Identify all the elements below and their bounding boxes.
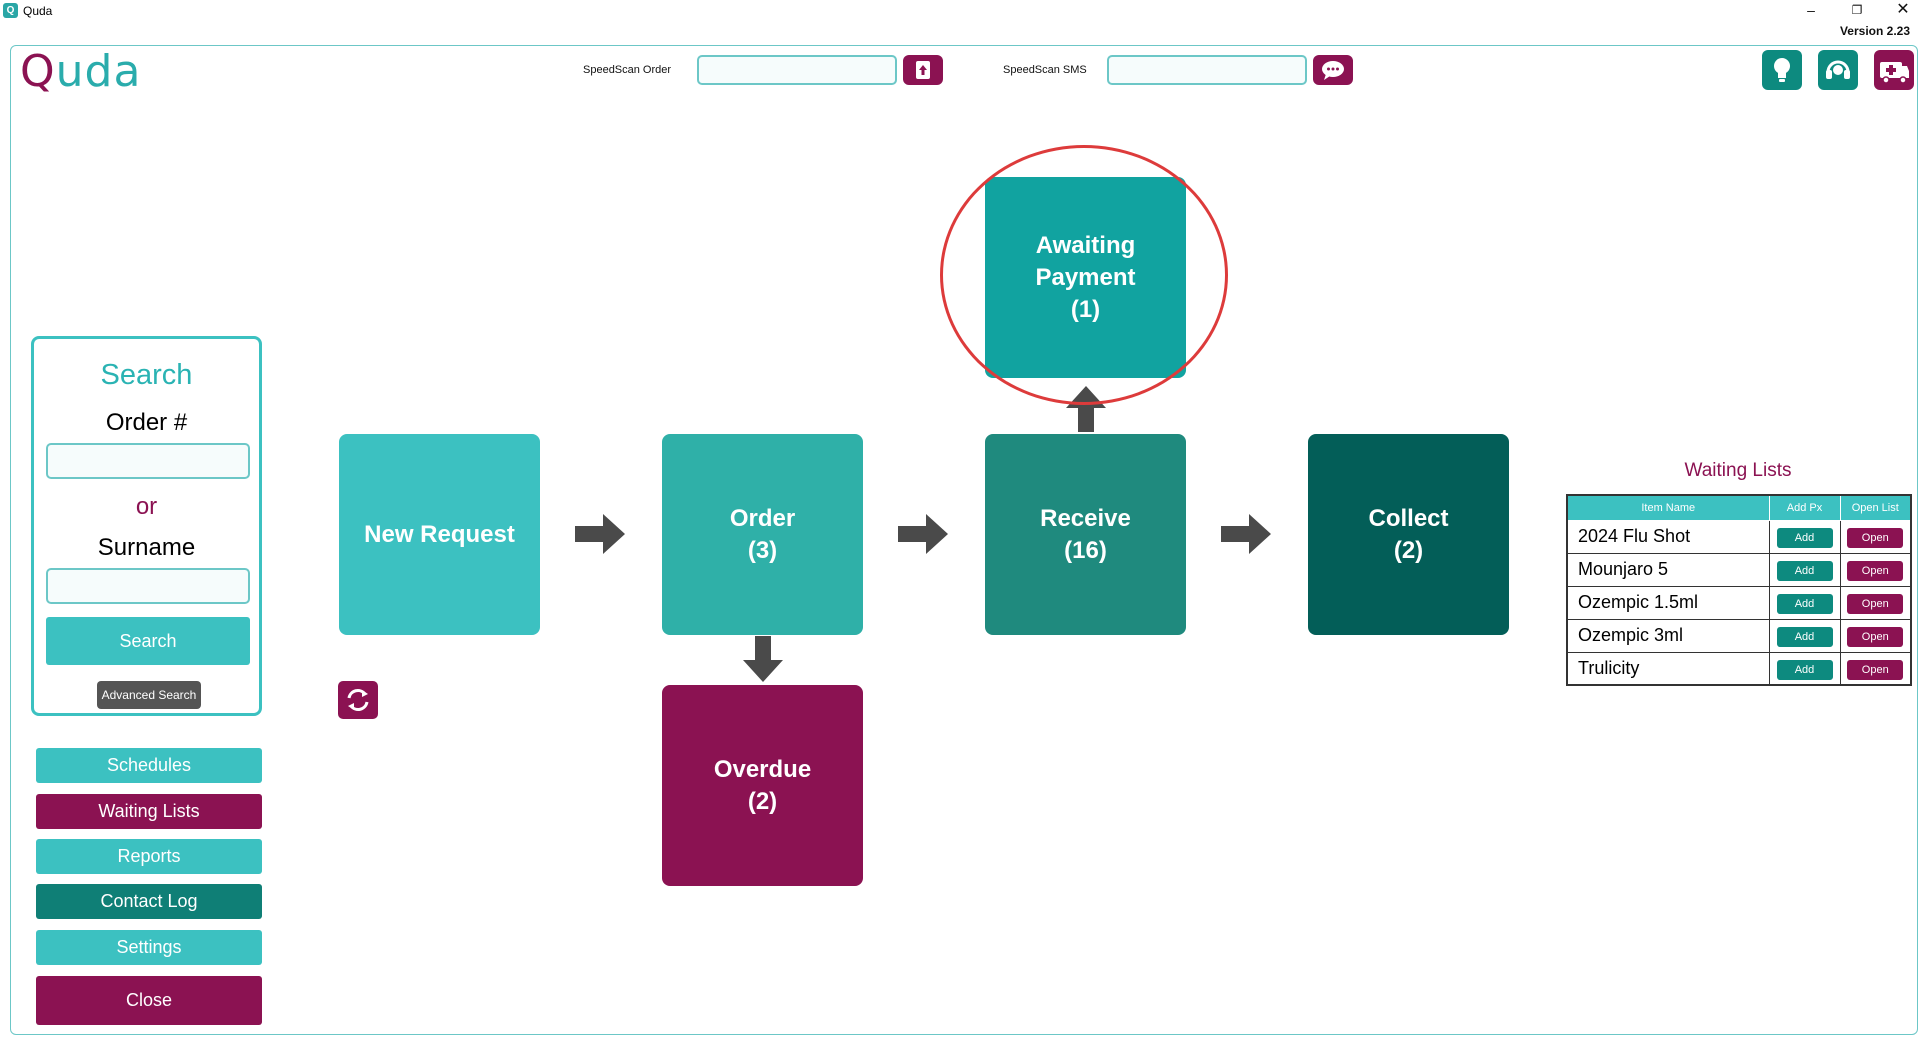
speedscan-sms-input[interactable] [1107, 55, 1307, 85]
arrow-down-icon [743, 636, 783, 682]
receive-count: (16) [1064, 536, 1107, 564]
column-item-name: Item Name [1566, 494, 1770, 521]
overdue-count: (2) [747, 787, 778, 815]
speedscan-order-input[interactable] [697, 55, 897, 85]
window-close-button[interactable]: ✕ [1896, 1, 1910, 18]
item-name: Mounjaro 5 [1566, 552, 1770, 587]
surname-input[interactable] [46, 568, 250, 604]
waiting-lists-table: Item Name Add Px Open List 2024 Flu Shot… [1566, 494, 1912, 686]
window-title: Quda [23, 4, 53, 18]
headset-icon [1826, 60, 1850, 79]
arrow-right-icon [1221, 514, 1271, 554]
open-list-button[interactable]: Open [1847, 594, 1904, 614]
version-label: Version 2.23 [1839, 24, 1910, 38]
speedscan-sms-label: SpeedScan SMS [1003, 64, 1087, 76]
item-name: Ozempic 3ml [1566, 618, 1770, 653]
settings-button[interactable]: Settings [36, 930, 262, 965]
item-name: Ozempic 1.5ml [1566, 585, 1770, 620]
overdue-tile[interactable]: Overdue (2) [662, 685, 863, 886]
close-button[interactable]: Close [36, 976, 262, 1025]
item-name: Trulicity [1566, 651, 1770, 686]
order-number-input[interactable] [46, 443, 250, 479]
tips-button[interactable] [1762, 50, 1802, 90]
receive-tile[interactable]: Receive (16) [985, 434, 1186, 635]
app-icon: Q [3, 3, 18, 18]
reports-button[interactable]: Reports [36, 839, 262, 874]
quda-logo: Quda [20, 46, 141, 97]
open-list-button[interactable]: Open [1847, 561, 1904, 581]
advanced-search-button[interactable]: Advanced Search [97, 681, 201, 709]
refresh-button[interactable] [338, 681, 378, 719]
table-row: Ozempic 3ml Add Open [1566, 618, 1912, 653]
upload-icon [916, 61, 930, 79]
main-frame [10, 45, 1918, 1035]
add-px-button[interactable]: Add [1776, 594, 1833, 614]
logo-rest: uda [55, 46, 142, 97]
arrow-right-icon [898, 514, 948, 554]
waiting-lists-title: Waiting Lists [1684, 460, 1792, 481]
search-panel: Search Order # or Surname Search Advance… [31, 336, 262, 716]
add-px-button[interactable]: Add [1776, 627, 1833, 647]
arrow-right-icon [575, 514, 625, 554]
support-button[interactable] [1818, 50, 1858, 90]
refresh-icon [347, 689, 369, 711]
schedules-button[interactable]: Schedules [36, 748, 262, 783]
add-px-button[interactable]: Add [1776, 659, 1833, 680]
or-label: or [135, 493, 158, 520]
contact-log-button[interactable]: Contact Log [36, 884, 262, 919]
collect-label: Collect [1368, 504, 1449, 532]
table-row: Mounjaro 5 Add Open [1566, 552, 1912, 587]
waiting-lists-button[interactable]: Waiting Lists [36, 794, 262, 829]
speedscan-sms-button[interactable] [1313, 55, 1353, 85]
search-title: Search [100, 359, 193, 391]
add-px-button[interactable]: Add [1776, 561, 1833, 581]
highlight-circle [940, 145, 1228, 405]
order-count: (3) [747, 536, 778, 564]
ambulance-icon [1880, 62, 1909, 84]
order-tile[interactable]: Order (3) [662, 434, 863, 635]
open-list-button[interactable]: Open [1847, 627, 1904, 647]
minimize-button[interactable]: – [1807, 2, 1815, 18]
speedscan-order-label: SpeedScan Order [583, 64, 672, 76]
new-request-tile[interactable]: New Request [339, 434, 540, 635]
new-request-label: New Request [364, 520, 515, 548]
receive-label: Receive [1040, 504, 1131, 532]
table-row: Ozempic 1.5ml Add Open [1566, 585, 1912, 620]
speedscan-order-button[interactable] [903, 55, 943, 85]
title-bar: Q Quda – ❐ ✕ [0, 0, 1920, 22]
table-row: 2024 Flu Shot Add Open [1566, 519, 1912, 554]
open-list-button[interactable]: Open [1847, 659, 1904, 680]
search-button[interactable]: Search [46, 617, 250, 665]
item-name: 2024 Flu Shot [1566, 519, 1770, 554]
table-row: Trulicity Add Open [1566, 651, 1912, 686]
lightbulb-icon [1774, 58, 1790, 82]
overdue-label: Overdue [713, 755, 812, 783]
logo-letter: Q [20, 46, 56, 97]
sms-icon [1322, 61, 1344, 80]
collect-tile[interactable]: Collect (2) [1308, 434, 1509, 635]
collect-count: (2) [1393, 536, 1424, 564]
add-px-button[interactable]: Add [1776, 528, 1833, 548]
open-list-button[interactable]: Open [1847, 528, 1904, 548]
restore-button[interactable]: ❐ [1851, 3, 1863, 17]
order-number-label: Order # [105, 409, 188, 436]
column-add-px: Add Px [1768, 494, 1841, 521]
surname-label: Surname [97, 534, 196, 561]
emergency-button[interactable] [1874, 50, 1914, 90]
column-open-list: Open List [1839, 494, 1912, 521]
order-label: Order [729, 504, 796, 532]
